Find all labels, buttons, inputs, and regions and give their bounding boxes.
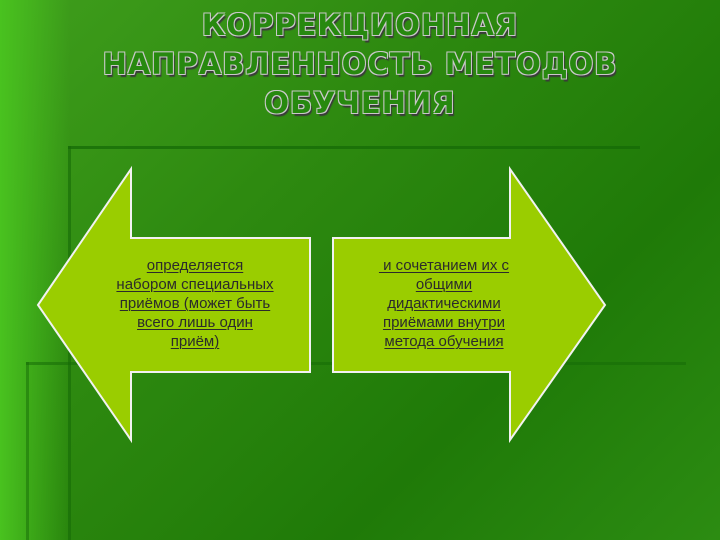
left-arrow-line-3: приёмов (может быть [119,295,271,312]
right-arrow-shape [332,165,607,444]
left-arrow-line-1: определяется [146,257,244,274]
slide-title: КОРРЕКЦИОННАЯ НАПРАВЛЕННОСТЬ МЕТОДОВ ОБУ… [40,6,680,123]
right-arrow-line-3: дидактическими [387,295,501,312]
right-arrow-line-5: метода обучения [384,333,504,350]
right-arrow-line-1: и сочетанием их с [378,257,510,274]
left-glow-decoration [0,0,70,540]
left-arrow-shape [36,165,311,444]
right-arrow-text: и сочетанием их с общими дидактическими … [344,256,544,351]
left-arrow-line-5: приём) [170,333,220,350]
left-arrow-text: определяется набором специальных приёмов… [90,256,300,351]
title-line-2: НАПРАВЛЕННОСТЬ МЕТОДОВ [102,47,618,81]
right-arrow-line-4: приёмами внутри [382,314,506,331]
title-line-3: ОБУЧЕНИЯ [264,86,456,120]
frame-line-left-lower [26,362,29,540]
frame-line-top [68,146,640,149]
left-arrow-line-2: набором специальных [116,276,274,293]
title-line-1: КОРРЕКЦИОННАЯ [201,8,519,42]
left-arrow-line-4: всего лишь один [137,314,253,331]
right-arrow-line-2: общими [415,276,473,293]
